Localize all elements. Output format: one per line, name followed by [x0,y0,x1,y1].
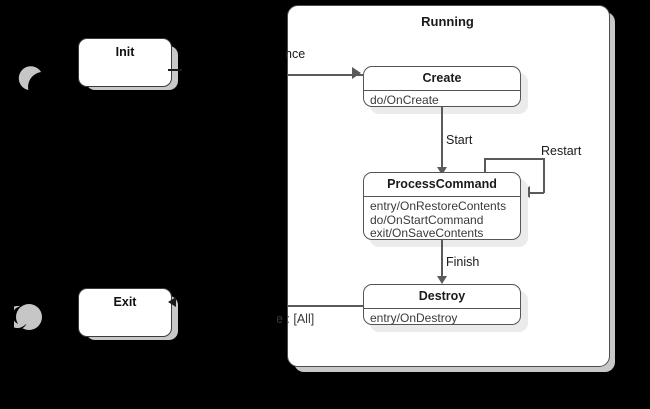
crescent-circle-icon [2,304,42,331]
create-actions: do/OnCreate [364,91,520,110]
transition-line-start [441,107,443,169]
mask-gap-7 [0,286,12,340]
init-state-name: Init [115,45,135,59]
processcommand-action-0: entry/OnRestoreContents [370,199,507,213]
create-action-0: do/OnCreate [370,93,439,107]
pseudo-state-moon-bottom [2,300,46,339]
processcommand-actions: entry/OnRestoreContents do/OnStartComman… [364,197,520,243]
transition-arrowhead-finish [437,276,447,284]
transition-label-finish: Finish [446,255,480,269]
init-outgoing-line [168,69,182,71]
restart-line-down [543,158,545,193]
transition-arrowhead-start [437,167,447,175]
transition-label-to-create: nce [285,47,306,61]
transition-line-to-create [287,74,363,76]
restart-line-up [484,158,486,178]
bottom-mask [0,378,650,409]
destroy-divider [364,308,520,309]
mask-gap-4 [0,0,14,409]
pseudo-state-moon-top [14,62,44,97]
mask-gap-2 [0,90,278,286]
state-destroy[interactable]: Destroy entry/OnDestroy [363,284,521,325]
transition-line-finish [441,240,443,278]
destroy-action-0: entry/OnDestroy [370,311,458,325]
transition-label-start: Start [446,133,473,147]
transition-label-restart: Restart [541,144,582,158]
state-processcommand[interactable]: ProcessCommand entry/OnRestoreContents d… [363,172,521,240]
create-state-name: Create [422,71,462,85]
running-title: Running [421,14,474,29]
restart-line-top [484,158,544,160]
processcommand-divider [364,196,520,197]
processcommand-action-2: exit/OnSaveContents [370,226,484,241]
transition-label-to-destroy: e : [All] [276,312,315,326]
state-init[interactable]: Init [78,38,172,87]
transition-arrowhead-to-create [352,67,361,79]
processcommand-action-1: do/OnStartCommand [370,212,484,227]
mask-gap-6 [0,0,78,60]
exit-incoming-arrowhead [168,297,176,307]
transition-line-to-destroy [287,305,363,307]
mask-gap-5 [46,0,78,409]
exit-state-name: Exit [113,295,137,309]
destroy-actions: entry/OnDestroy [364,309,520,328]
state-create[interactable]: Create do/OnCreate [363,66,521,107]
restart-line-in [521,192,544,194]
processcommand-state-name: ProcessCommand [387,177,497,191]
create-divider [364,90,520,91]
destroy-state-name: Destroy [418,289,466,303]
right-mask [617,0,650,409]
state-exit[interactable]: Exit [78,288,172,337]
crescent-icon [18,66,42,91]
